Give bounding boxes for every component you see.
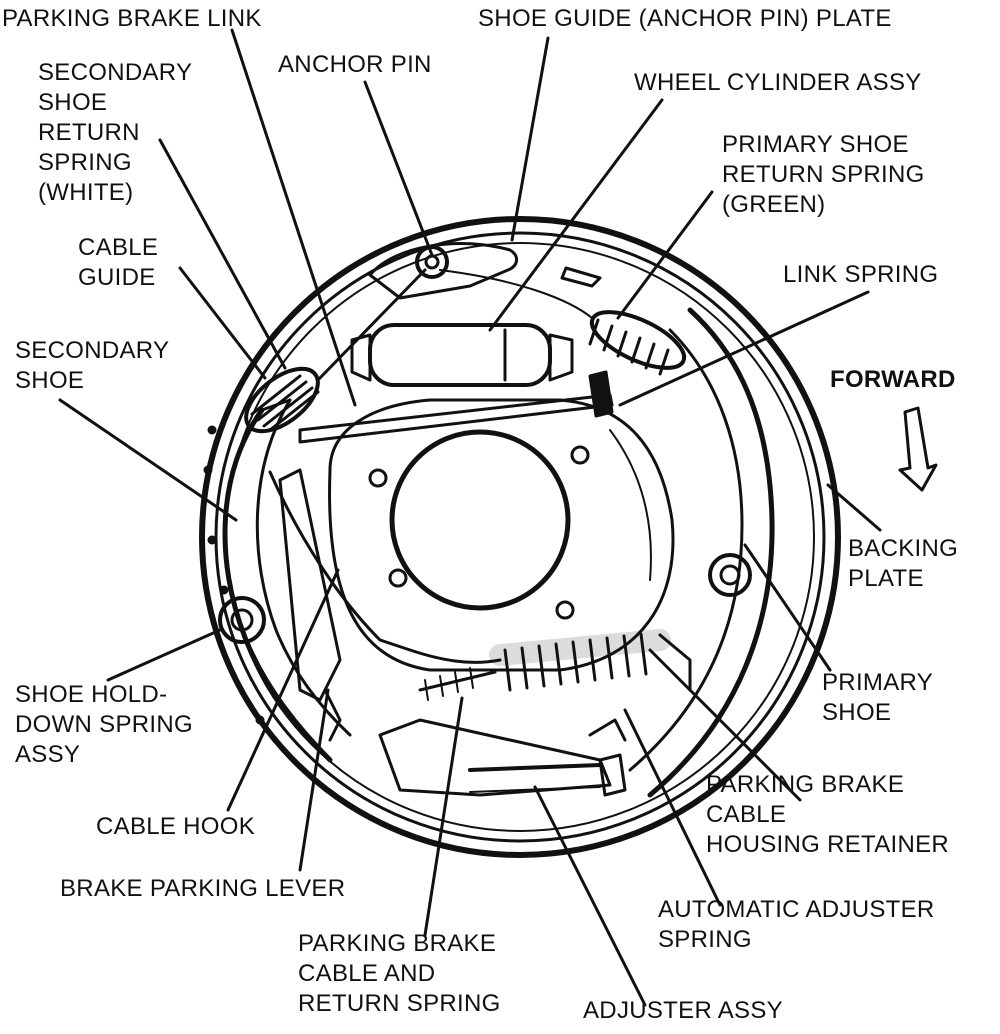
label-line: BACKING bbox=[848, 535, 959, 562]
backing-plate bbox=[199, 216, 841, 858]
hub bbox=[328, 398, 675, 672]
label-line: PARKING BRAKE LINK bbox=[2, 5, 262, 32]
label-line: CABLE bbox=[706, 801, 787, 828]
adjuster-springs bbox=[408, 629, 692, 701]
primary-shoe bbox=[628, 307, 775, 798]
label-backing-plate: BACKING PLATE bbox=[848, 534, 958, 594]
label-line: PLATE bbox=[848, 565, 924, 592]
label-parking-brake-cable-housing-retainer: PARKING BRAKE CABLE HOUSING RETAINER bbox=[706, 770, 949, 860]
label-parking-brake-link: PARKING BRAKE LINK bbox=[2, 4, 262, 34]
label-primary-shoe-return-spring: PRIMARY SHOE RETURN SPRING (GREEN) bbox=[722, 130, 925, 220]
label-line: SHOE GUIDE (ANCHOR PIN) PLATE bbox=[478, 5, 892, 32]
anchor-pin-plate bbox=[368, 242, 602, 300]
label-shoe-hold-down-spring-assy: SHOE HOLD- DOWN SPRING ASSY bbox=[15, 680, 193, 770]
label-forward: FORWARD bbox=[830, 365, 956, 395]
label-line: ASSY bbox=[15, 741, 81, 768]
label-line: SPRING bbox=[38, 149, 132, 176]
label-line: SHOE bbox=[15, 367, 85, 394]
label-parking-brake-cable-and-return-spring: PARKING BRAKE CABLE AND RETURN SPRING bbox=[298, 929, 501, 1019]
link-spring-part bbox=[588, 370, 614, 418]
label-line: ADJUSTER ASSY bbox=[583, 997, 783, 1024]
label-brake-parking-lever: BRAKE PARKING LEVER bbox=[60, 874, 345, 904]
label-cable-hook: CABLE HOOK bbox=[96, 812, 255, 842]
primary-return-spring bbox=[439, 269, 687, 376]
label-line: WHEEL CYLINDER ASSY bbox=[634, 69, 922, 96]
label-line: GUIDE bbox=[78, 264, 156, 291]
label-line: RETURN bbox=[38, 119, 140, 146]
label-line: ANCHOR PIN bbox=[278, 51, 432, 78]
label-line: PARKING BRAKE bbox=[706, 771, 905, 798]
label-line: LINK SPRING bbox=[783, 261, 939, 288]
label-wheel-cylinder-assy: WHEEL CYLINDER ASSY bbox=[634, 68, 922, 98]
label-line: SECONDARY bbox=[38, 59, 193, 86]
label-line: PARKING BRAKE bbox=[298, 930, 497, 957]
label-line: SPRING bbox=[658, 926, 752, 953]
adjuster-assy-part bbox=[378, 718, 627, 797]
label-line: RETURN SPRING bbox=[298, 990, 501, 1017]
label-line: SHOE HOLD- bbox=[15, 681, 168, 708]
label-cable-guide: CABLE GUIDE bbox=[78, 233, 158, 293]
label-line: SECONDARY bbox=[15, 337, 170, 364]
label-line: SHOE bbox=[822, 699, 892, 726]
label-line: DOWN SPRING bbox=[15, 711, 193, 738]
label-automatic-adjuster-spring: AUTOMATIC ADJUSTER SPRING bbox=[658, 895, 935, 955]
label-anchor-pin: ANCHOR PIN bbox=[278, 50, 432, 80]
label-line: HOUSING RETAINER bbox=[706, 831, 950, 858]
label-line: SHOE bbox=[38, 89, 108, 116]
label-line: PRIMARY bbox=[822, 669, 934, 696]
forward-arrow-icon bbox=[898, 406, 938, 492]
label-link-spring: LINK SPRING bbox=[783, 260, 938, 290]
hold-down-springs bbox=[218, 553, 752, 644]
label-primary-shoe: PRIMARY SHOE bbox=[822, 668, 933, 728]
label-line: (WHITE) bbox=[38, 179, 134, 206]
label-adjuster-assy: ADJUSTER ASSY bbox=[583, 996, 783, 1026]
label-line: AUTOMATIC ADJUSTER bbox=[658, 896, 935, 923]
label-secondary-shoe-return-spring: SECONDARY SHOE RETURN SPRING (WHITE) bbox=[38, 58, 192, 208]
label-secondary-shoe: SECONDARY SHOE bbox=[15, 336, 169, 396]
label-line: PRIMARY SHOE bbox=[722, 131, 909, 158]
label-line: CABLE bbox=[78, 234, 159, 261]
label-line: FORWARD bbox=[830, 366, 956, 393]
label-line: BRAKE PARKING LEVER bbox=[60, 875, 346, 902]
leader-lines bbox=[58, 28, 882, 1007]
wheel-cylinder bbox=[350, 323, 574, 387]
label-line: CABLE HOOK bbox=[96, 813, 256, 840]
label-line: CABLE AND bbox=[298, 960, 436, 987]
parking-lever bbox=[268, 468, 412, 742]
label-line: RETURN SPRING bbox=[722, 161, 925, 188]
label-shoe-guide-plate: SHOE GUIDE (ANCHOR PIN) PLATE bbox=[478, 4, 892, 34]
secondary-return-spring bbox=[244, 268, 427, 434]
label-line: (GREEN) bbox=[722, 191, 826, 218]
